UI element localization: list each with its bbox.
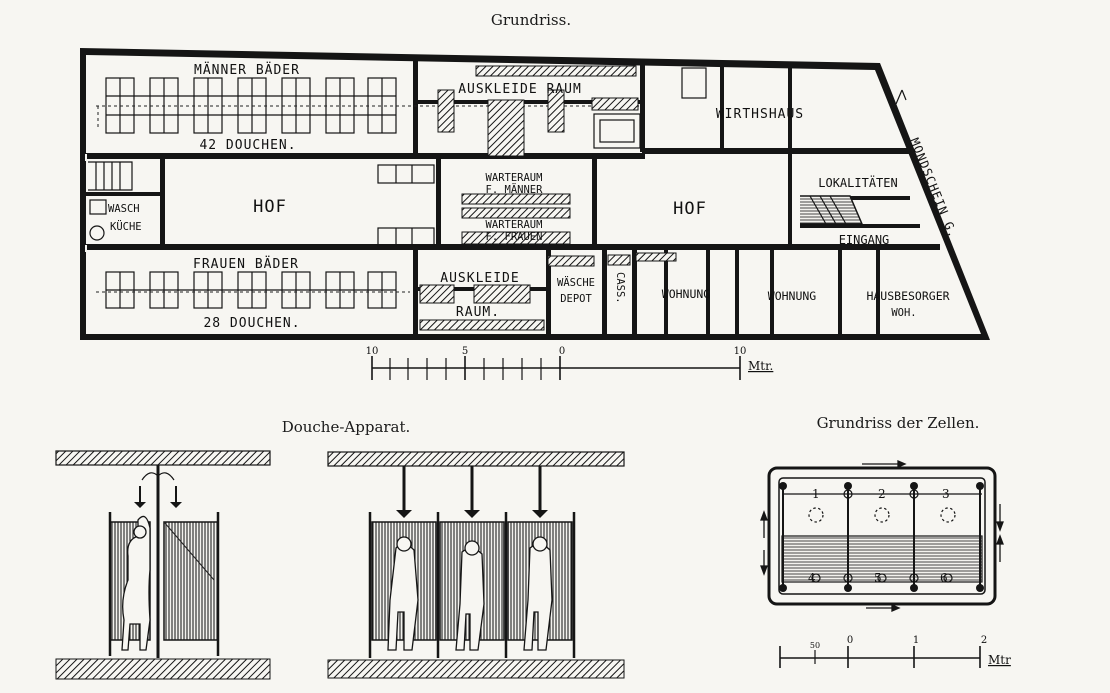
scale-cells-label: 2	[981, 635, 987, 646]
scale-bar-main: 10 5 0 10 Mtr.	[366, 346, 773, 380]
label-premises: LOKALITÄTEN	[818, 175, 897, 190]
hatched-fixtures	[419, 65, 677, 331]
scale-cells-unit: Mtr	[988, 653, 1011, 667]
scale-cells-label: 0	[847, 635, 853, 646]
women-shower-cabins	[96, 271, 410, 309]
flow-arrow-icons	[760, 460, 1004, 612]
cell-number: 4	[808, 571, 816, 585]
title-cell-plan: Grundriss der Zellen.	[817, 414, 980, 432]
staircases	[88, 67, 864, 225]
cell-plan: 1 2 3 4 5 6	[760, 460, 1004, 612]
cell-number: 5	[874, 571, 882, 585]
label-cash-desk: CASS.	[614, 272, 626, 304]
floor-right	[327, 659, 625, 679]
label-waiting-men-2: F. MÄNNER	[486, 183, 544, 196]
label-undressing-room-top: AUSKLEIDE RAUM	[458, 82, 582, 97]
cell-number: 6	[940, 571, 948, 585]
label-women-douche-count: 28 DOUCHEN.	[203, 316, 300, 331]
label-waiting-men-1: WARTERAUM	[486, 172, 543, 184]
label-linen-depot-2: DEPOT	[560, 293, 592, 305]
partition-walls	[85, 55, 940, 335]
label-women-baths: FRAUEN BÄDER	[193, 256, 299, 272]
scale-cells-label: 50	[810, 641, 820, 650]
label-men-douche-count: 42 DOUCHEN.	[199, 138, 296, 153]
floor-left	[55, 658, 271, 680]
douche-front-view	[327, 451, 625, 679]
street-arrow-icon	[895, 89, 907, 105]
label-undressing-room-bottom-2: RAUM.	[456, 305, 500, 320]
label-caretaker-1: HAUSBESORGER	[866, 289, 949, 303]
scale-main-label: 10	[366, 346, 379, 357]
men-shower-cabins	[96, 77, 640, 134]
label-waiting-women-1: WARTERAUM	[486, 219, 543, 231]
cell-number: 3	[942, 487, 950, 501]
label-caretaker-2: WOH.	[891, 307, 916, 319]
title-douche-apparatus: Douche-Apparat.	[282, 418, 411, 436]
cell-dividers	[779, 482, 984, 592]
title-floor-plan: Grundriss.	[491, 11, 571, 29]
label-court-right: HOF	[673, 199, 707, 219]
label-men-baths: MÄNNER BÄDER	[194, 62, 300, 78]
label-flat-2: WOHNUNG	[768, 289, 817, 303]
cell-number: 2	[878, 487, 886, 501]
label-linen-depot-1: WÄSCHE	[557, 276, 595, 289]
scale-bar-cells: 50 0 1 2 Mtr	[779, 635, 1011, 668]
scale-main-label: 10	[734, 346, 747, 357]
label-laundry-1: WASCH	[108, 203, 140, 215]
scale-main-unit: Mtr.	[748, 359, 773, 373]
label-flat-1: WOHNUNG	[662, 287, 711, 301]
cell-drain-markers	[808, 507, 956, 523]
cell-outer-wall	[767, 466, 997, 606]
label-waiting-women-2: F. FRAUEN	[486, 231, 543, 243]
scale-cells-label: 1	[913, 635, 919, 646]
scale-main-label: 5	[462, 346, 468, 357]
label-court-left: HOF	[253, 197, 287, 217]
douche-side-view	[55, 450, 271, 680]
label-undressing-room-bottom-1: AUSKLEIDE	[440, 271, 519, 286]
floor-plan: MÄNNER BÄDER 42 DOUCHEN. AUSKLEIDE RAUM …	[80, 48, 990, 340]
label-entrance: EINGANG	[839, 233, 890, 247]
courtyard-fixtures	[89, 164, 435, 247]
cell-number: 1	[812, 487, 820, 501]
label-tavern: WIRTHSHAUS	[716, 107, 804, 122]
ceiling-left	[55, 450, 271, 466]
ceiling-right	[327, 451, 625, 467]
scale-main-label: 0	[559, 346, 565, 357]
label-laundry-2: KÜCHE	[110, 220, 142, 233]
